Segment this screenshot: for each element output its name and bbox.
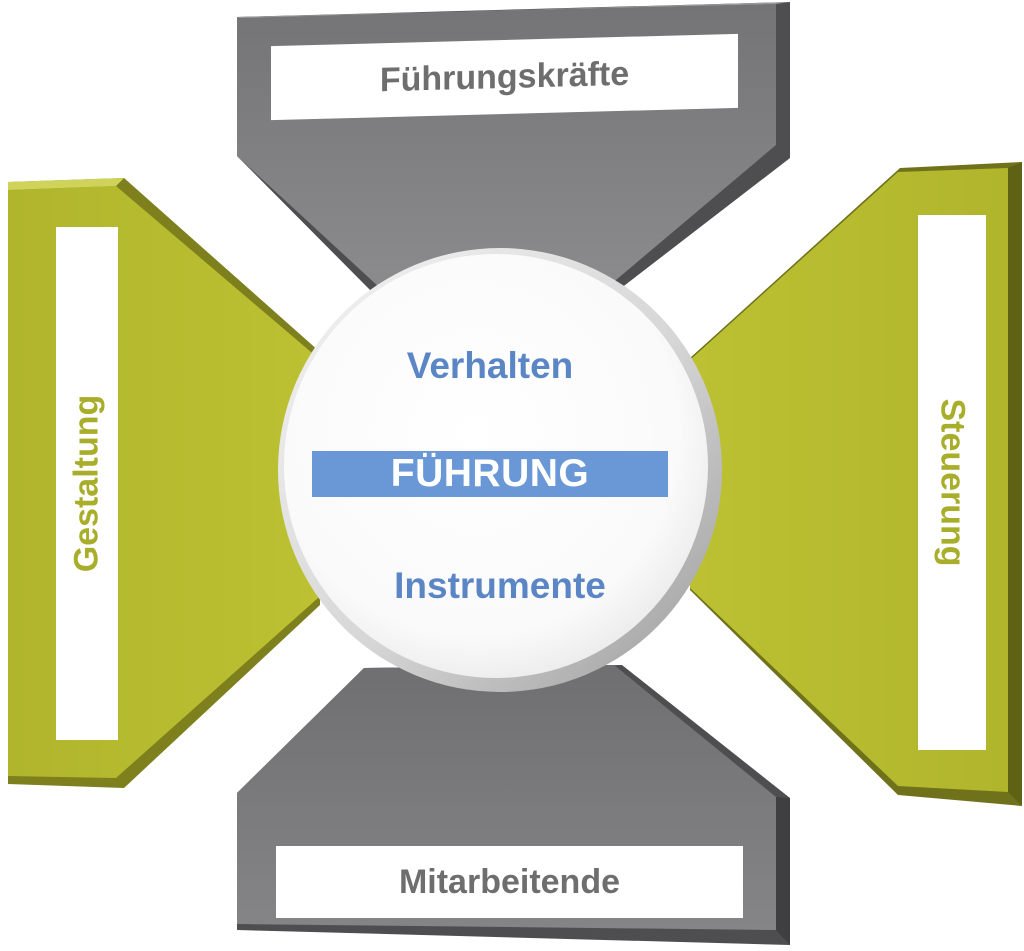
bottom-label-box: Mitarbeitende: [276, 846, 743, 918]
right-label: Steuerung: [933, 398, 972, 567]
left-label: Gestaltung: [67, 394, 106, 573]
top-label-box: Führungskräfte: [271, 33, 738, 121]
center-bar: FÜHRUNG: [312, 451, 668, 497]
center-lower-text: Instrumente: [394, 565, 606, 606]
center-bar-text: FÜHRUNG: [390, 452, 590, 495]
left-label-box: Gestaltung: [56, 227, 118, 740]
bottom-label: Mitarbeitende: [398, 862, 621, 901]
center-upper-text: Verhalten: [406, 345, 574, 386]
top-label: Führungskräfte: [379, 54, 630, 99]
left-funnel: [8, 178, 320, 788]
right-label-box: Steuerung: [918, 215, 986, 750]
